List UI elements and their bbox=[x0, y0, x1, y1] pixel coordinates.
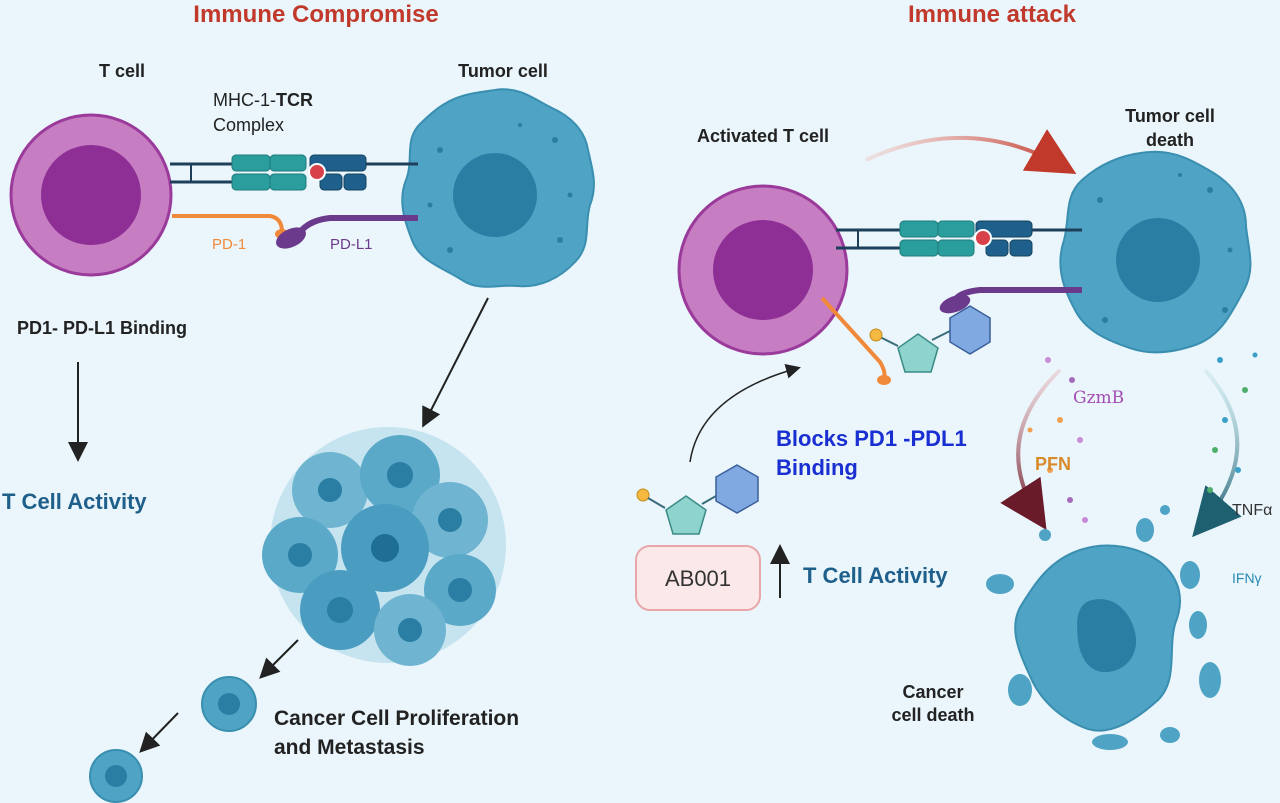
left-panel-title: Immune Compromise bbox=[193, 1, 438, 28]
peptide-antigen bbox=[308, 163, 326, 181]
outcome-label-line2: and Metastasis bbox=[274, 736, 425, 759]
ifng-label: IFNγ bbox=[1232, 570, 1262, 586]
dying-tumor-cell bbox=[1059, 150, 1252, 354]
blocks-label-line1: Blocks PD1 -PDL1 bbox=[776, 426, 967, 451]
tumor-nucleus bbox=[453, 153, 537, 237]
tnfa-label: TNFα bbox=[1232, 502, 1272, 519]
mhc-tcr-complex bbox=[170, 154, 418, 191]
tumor-cell bbox=[401, 88, 595, 288]
right-peptide-antigen bbox=[974, 229, 992, 247]
free-ab001-molecule bbox=[636, 464, 759, 535]
tumor-death-label-line2: death bbox=[1146, 130, 1194, 150]
mhc-complex-label-line1: MHC-1-TCR bbox=[213, 90, 313, 110]
pd1-pdl1-binding bbox=[172, 214, 418, 249]
dying-tumor-nucleus bbox=[1116, 218, 1200, 302]
blocks-label-line2: Binding bbox=[776, 455, 858, 480]
pd1-label: PD-1 bbox=[212, 236, 246, 253]
pd1-receptor bbox=[172, 214, 284, 233]
mhc-complex-label-line2: Complex bbox=[213, 115, 284, 135]
right-panel-title: Immune attack bbox=[908, 1, 1077, 28]
metastasis-arrow-2 bbox=[139, 712, 179, 753]
blocked-pdl1 bbox=[939, 287, 1082, 314]
right-activity-label: T Cell Activity bbox=[803, 563, 948, 588]
metastatic-cell-1 bbox=[201, 676, 257, 732]
granule-dots bbox=[1027, 352, 1258, 523]
left-activity-label: T Cell Activity bbox=[2, 489, 147, 514]
pdl1-label: PD-L1 bbox=[330, 236, 373, 253]
pdl1-ligand bbox=[297, 215, 418, 235]
tumor-cluster bbox=[262, 427, 506, 666]
blocked-pd1 bbox=[820, 296, 891, 385]
outcome-label-line1: Cancer Cell Proliferation bbox=[274, 707, 519, 730]
activated-t-cell-nucleus bbox=[713, 220, 813, 320]
ab001-drug-box: AB001 bbox=[635, 545, 761, 611]
tumor-cell-label: Tumor cell bbox=[458, 61, 548, 81]
right-mhc-tcr-complex bbox=[836, 220, 1082, 257]
mhc-label-bold: TCR bbox=[276, 90, 313, 110]
pfn-label: PFN bbox=[1035, 454, 1071, 474]
cytokine-arrow bbox=[1192, 368, 1242, 538]
bound-ab001-molecule bbox=[869, 305, 991, 373]
gzmb-label: GzmB bbox=[1073, 388, 1124, 408]
t-cell-nucleus bbox=[41, 145, 141, 245]
binding-label: PD1- PD-L1 Binding bbox=[17, 318, 187, 338]
dead-cancer-cell bbox=[986, 505, 1221, 750]
cancer-death-label-line1: Cancer bbox=[902, 682, 963, 702]
metastatic-cell-2 bbox=[89, 749, 143, 803]
t-cell-label: T cell bbox=[99, 61, 145, 81]
activated-t-cell-label: Activated T cell bbox=[697, 126, 829, 146]
activated-t-cell bbox=[677, 184, 849, 356]
attack-arrow bbox=[865, 129, 1077, 175]
t-cell bbox=[9, 113, 173, 277]
binding-block-arrow bbox=[689, 363, 801, 463]
gzmb-pfn-arrow bbox=[1000, 368, 1062, 531]
cancer-death-label-line2: cell death bbox=[891, 705, 974, 725]
mhc-label-prefix: MHC-1- bbox=[213, 90, 276, 110]
tumor-death-label-line1: Tumor cell bbox=[1125, 106, 1215, 126]
proliferation-arrow bbox=[422, 297, 489, 428]
metastasis-arrow-1 bbox=[259, 639, 299, 679]
ab001-label: AB001 bbox=[665, 566, 731, 591]
